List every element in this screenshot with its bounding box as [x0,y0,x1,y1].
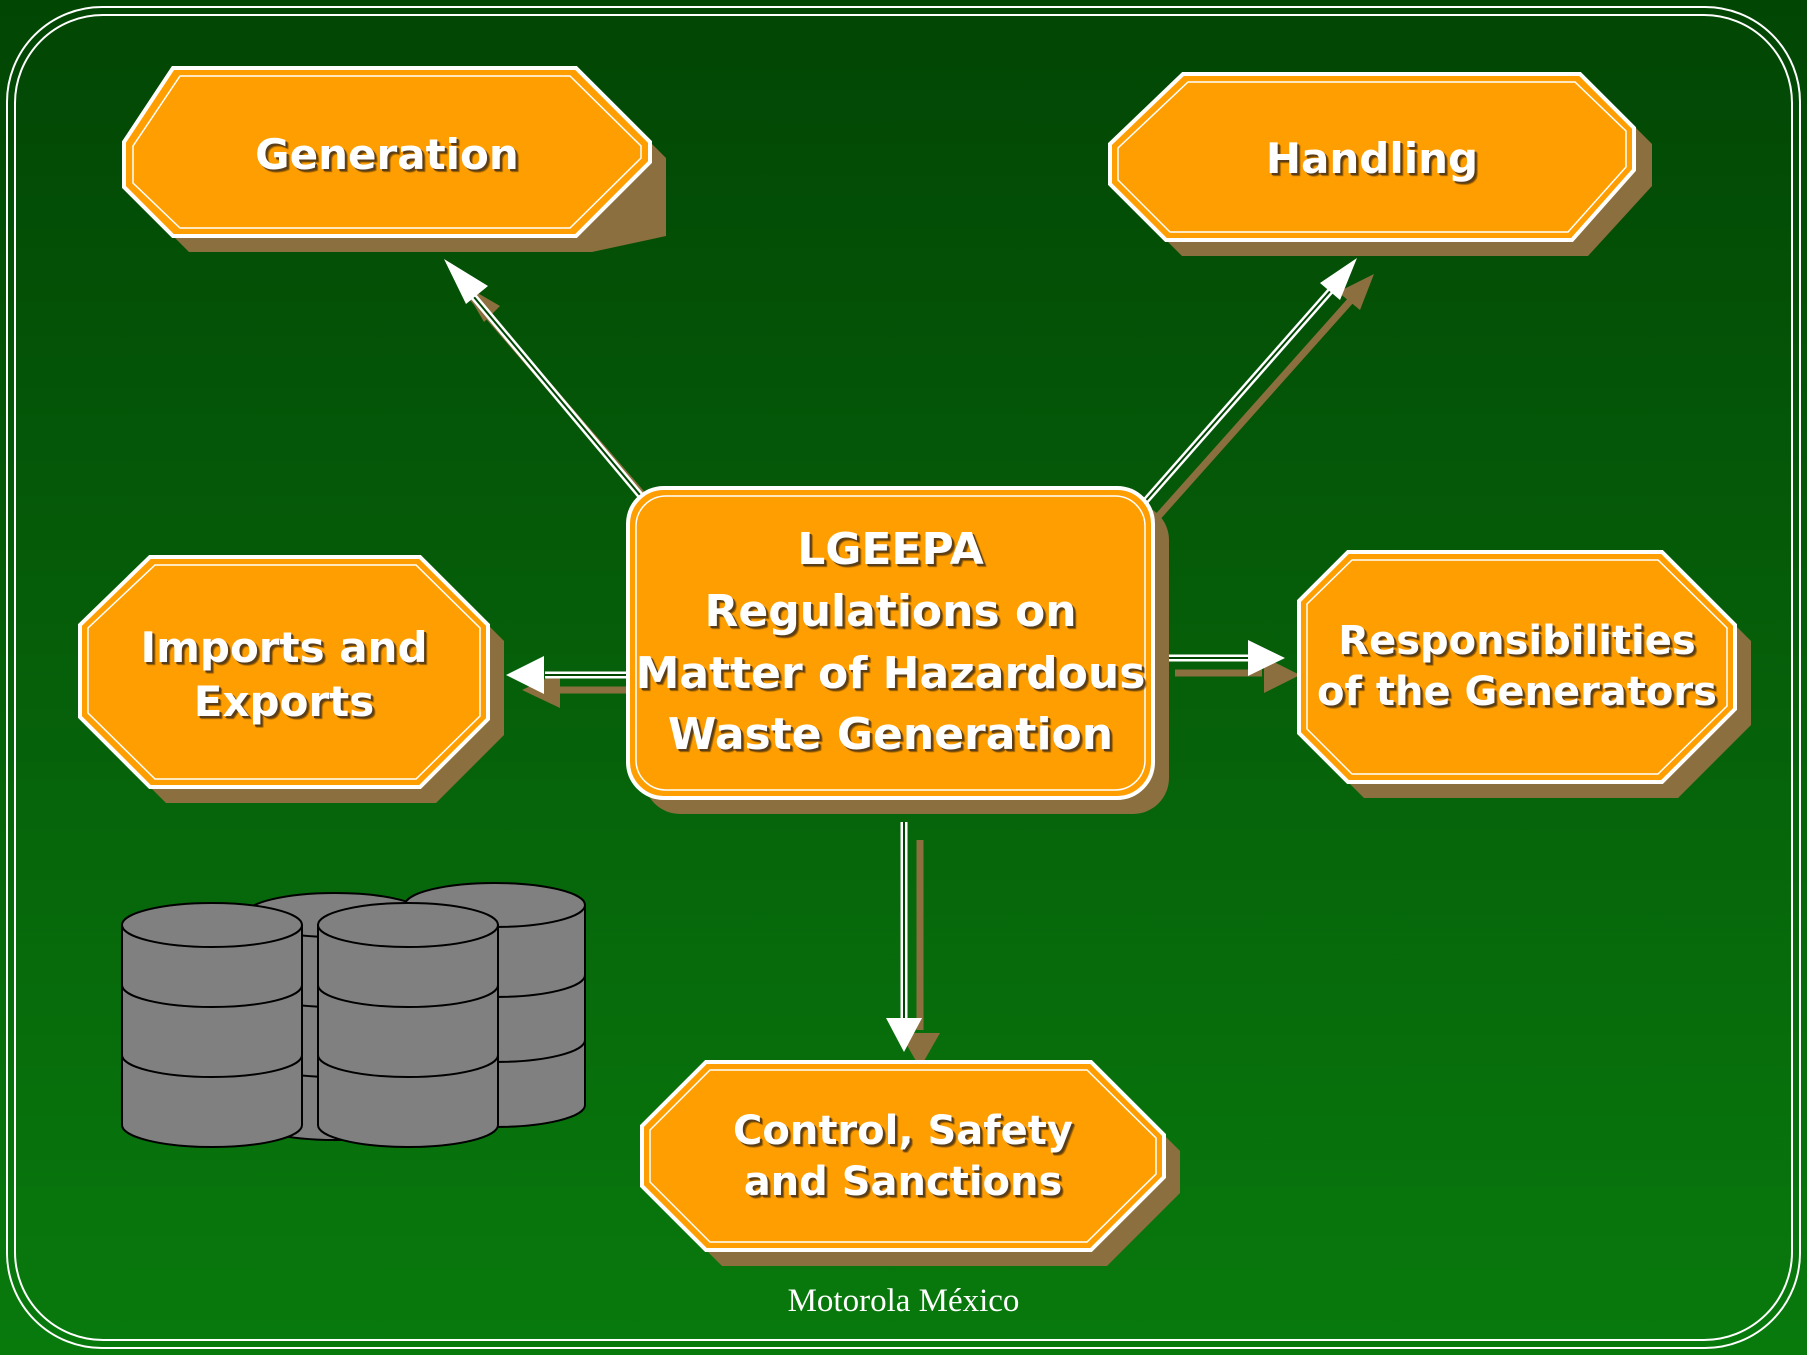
handling-box [1108,72,1652,256]
imports-exports-label: Imports and Exports [140,623,428,726]
arrow-to-generation [444,259,650,503]
control-label: Control, Safety and Sanctions [733,1107,1073,1205]
center-box [626,486,1169,814]
arrow-to-handling [1139,258,1374,523]
barrels-illustration [121,882,586,1148]
barrel-front-right [317,902,499,1148]
arrow-to-imports [506,656,640,708]
generation-label: Generation [255,130,519,180]
barrel-front-left [121,902,303,1148]
responsibilities-box [1297,550,1751,798]
generation-box [122,66,666,252]
footer-text: Motorola México [787,1283,1020,1319]
responsibilities-label: Responsibilities of the Generators [1317,617,1717,715]
control-box [640,1060,1180,1266]
handling-label: Handling [1265,134,1479,184]
arrow-to-control [886,822,940,1068]
slide-border [6,6,1801,1349]
arrow-to-responsibilities [1162,640,1300,693]
imports-exports-box [78,555,504,803]
center-label: LGEEPA Regulations on Matter of Hazardou… [635,524,1146,761]
